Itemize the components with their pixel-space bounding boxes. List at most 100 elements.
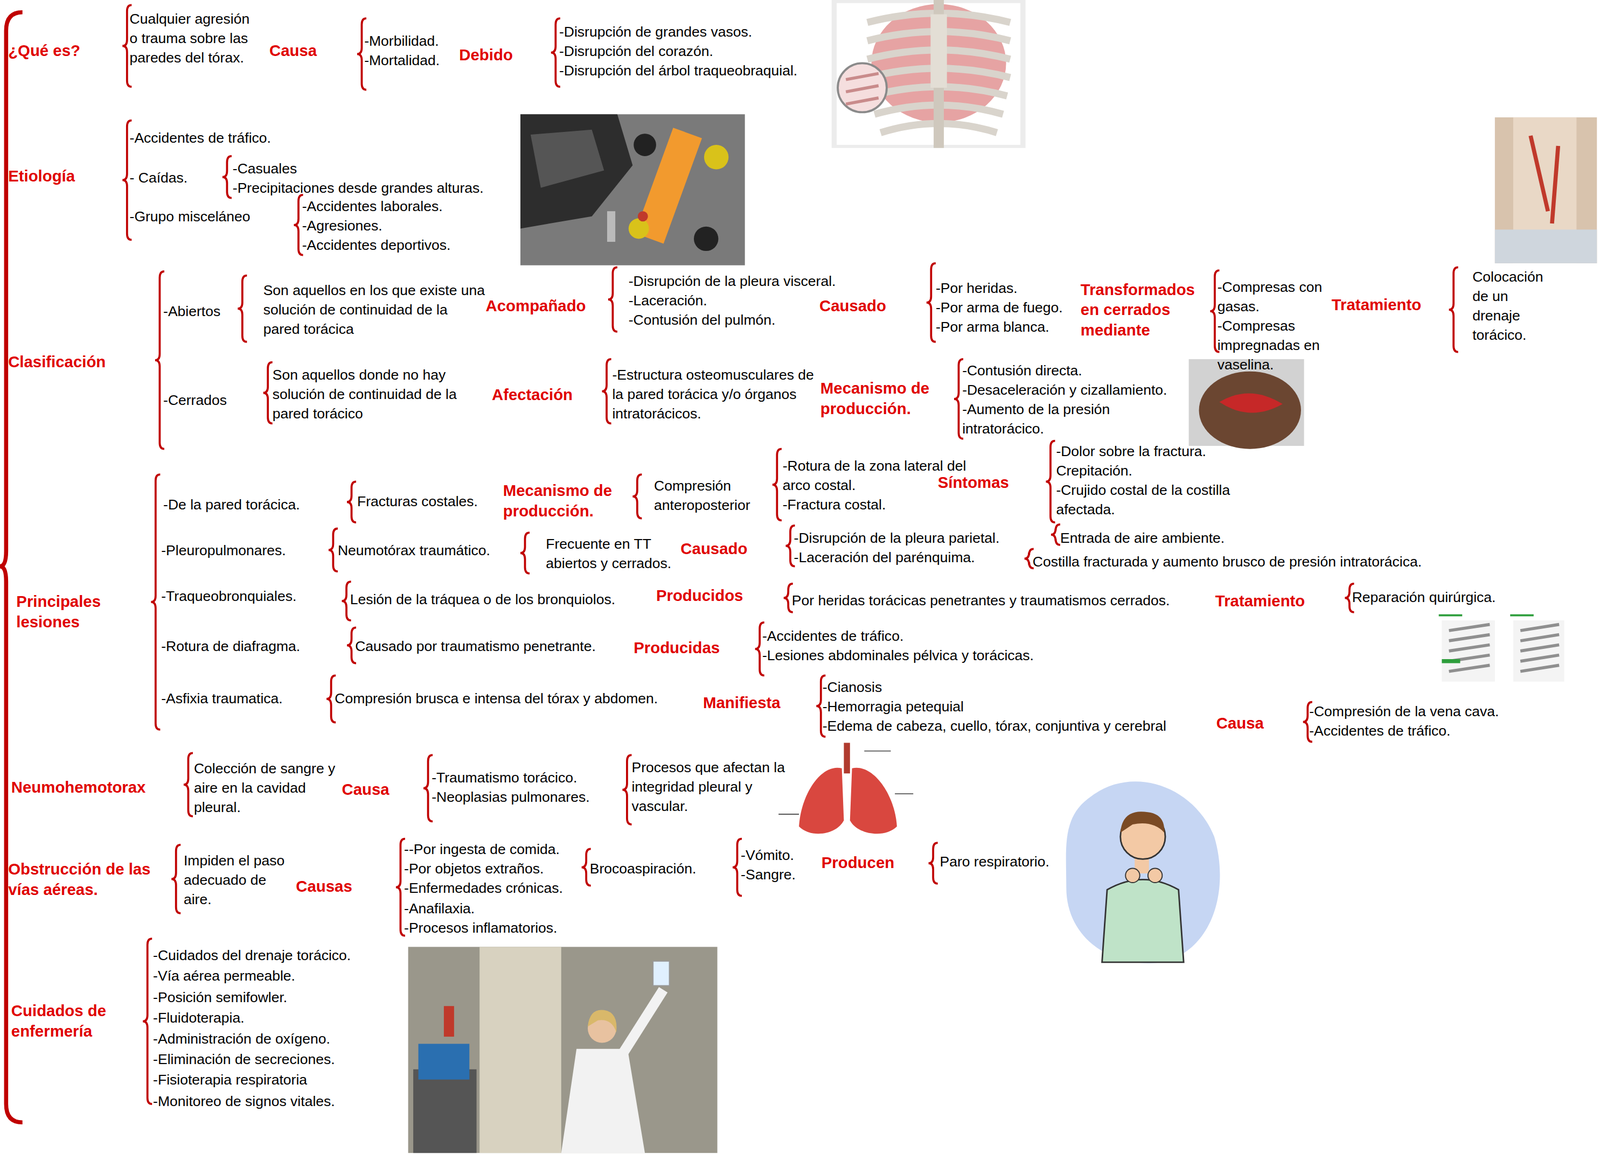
- text-label: -Anafilaxia.: [404, 899, 563, 919]
- text-label: -Abiertos: [163, 302, 221, 322]
- text-group: Paro respiratorio.: [939, 852, 1049, 872]
- curly-bracket: [155, 271, 165, 450]
- text-group: Tratamiento: [1215, 590, 1305, 612]
- curly-bracket: [1045, 441, 1055, 524]
- text-group: -Asfixia traumatica.: [161, 689, 283, 709]
- text-group: Producen: [821, 853, 895, 874]
- choking-figure: [1066, 781, 1221, 964]
- text-group: -Traumatismo torácico.-Neoplasias pulmon…: [431, 768, 590, 808]
- text-group: Clasificación: [8, 352, 106, 373]
- curly-bracket: [222, 156, 232, 199]
- heading-label: Clasificación: [8, 352, 106, 373]
- patient-photo-part: [1494, 117, 1597, 264]
- text-label: Colocación de un drenaje torácico.: [1472, 267, 1550, 345]
- text-label: -Hemorragia petequial: [822, 697, 1167, 717]
- curly-bracket: [1024, 548, 1034, 569]
- curly-bracket: [785, 525, 795, 567]
- choking-figure-part: [1066, 781, 1221, 964]
- text-label: -Dolor sobre la fractura.: [1055, 441, 1255, 462]
- text-label: Cualquier agresión o trauma sobre las pa…: [129, 9, 261, 68]
- text-group: -Compresión de la vena cava.-Accidentes …: [1309, 702, 1499, 742]
- text-group: -Abiertos: [163, 302, 221, 322]
- text-group: -Cerrados: [163, 391, 227, 411]
- text-label: -Precipitaciones desde grandes alturas.: [232, 178, 484, 199]
- heading-label: Debido: [458, 44, 513, 66]
- text-group: Colección de sangre y aire en la cavidad…: [193, 759, 347, 818]
- rib-cage-picture-part: [930, 14, 947, 88]
- text-label: -Eliminación de secreciones.: [152, 1049, 351, 1071]
- text-group: Causa: [1216, 713, 1264, 734]
- text-label: -Rotura de diafragma.: [161, 636, 301, 657]
- text-label: -Disrupción de la pleura visceral.: [628, 271, 837, 291]
- heading-label: ¿Qué es?: [8, 40, 81, 62]
- accident-photo-part: [633, 133, 657, 157]
- patient-photo-part: [1530, 135, 1548, 212]
- text-group: Neumotórax traumático.: [337, 540, 491, 561]
- diaphragm-figure-part: [1510, 614, 1534, 617]
- text-group: Frecuente en TT abiertos y cerrados.: [545, 534, 684, 574]
- text-group: Causado: [819, 295, 887, 317]
- text-group: -Morbilidad.-Mortalidad.: [364, 31, 440, 71]
- text-group: Principales lesiones: [16, 592, 118, 633]
- text-label: Crepitación.: [1055, 461, 1255, 481]
- text-group: -Accidentes de tráfico.-Lesiones abdomin…: [762, 626, 1034, 666]
- text-group: Son aquellos donde no hay solución de co…: [272, 365, 482, 424]
- accident-photo-part: [704, 144, 729, 170]
- heading-label: Síntomas: [937, 472, 1010, 493]
- text-label: Frecuente en TT abiertos y cerrados.: [545, 534, 684, 574]
- text-label: Son aquellos en los que existe una soluc…: [263, 280, 489, 339]
- text-group: -Disrupción de la pleura visceral.-Lacer…: [628, 271, 837, 330]
- text-label: -Por objetos extraños.: [404, 859, 563, 880]
- text-group: Compresión brusca e intensa del tórax y …: [334, 689, 658, 709]
- text-label: -Accidentes de tráfico.: [762, 626, 1034, 646]
- text-label: -De la pared torácica.: [163, 495, 301, 515]
- text-label: -Por arma de fuego.: [935, 297, 1063, 318]
- text-group: Causado: [680, 538, 748, 560]
- bracket-group: [122, 4, 1458, 1105]
- text-label: Paro respiratorio.: [939, 852, 1049, 872]
- diaphragm-figure-part: [1441, 620, 1495, 683]
- curly-bracket: [346, 627, 357, 664]
- nurse-photo-part: [413, 1069, 477, 1154]
- text-label: Por heridas torácicas penetrantes y trau…: [791, 590, 1171, 611]
- text-label: -Asfixia traumatica.: [161, 689, 283, 709]
- text-group: Mecanismo de producción.: [503, 480, 626, 522]
- rib-cage-picture: [831, 0, 1026, 149]
- curly-bracket: [395, 839, 406, 937]
- choking-figure-part: [1148, 868, 1163, 883]
- text-group: -Disrupción de grandes vasos. -Disrupción…: [559, 22, 798, 81]
- text-group: -Vómito.-Sangre.: [740, 846, 796, 886]
- text-label: -Monitoreo de signos vitales.: [152, 1090, 351, 1112]
- text-label: -Cerrados: [163, 391, 227, 411]
- text-label: -Compresión de la vena cava.: [1309, 702, 1499, 722]
- text-group: Afectación: [491, 384, 573, 406]
- text-label: -Accidentes deportivos.: [302, 235, 451, 256]
- heading-label: Producidas: [633, 637, 720, 659]
- wound-photo-part: [1199, 371, 1302, 450]
- text-label: Compresión brusca e intensa del tórax y …: [334, 689, 658, 709]
- heading-label: Transformados en cerrados mediante: [1080, 279, 1202, 342]
- heading-label: Causa: [1216, 713, 1264, 734]
- text-group: Cuidados de enfermería: [11, 1001, 134, 1043]
- text-label: Reparación quirúrgica.: [1352, 587, 1497, 608]
- curly-bracket: [632, 474, 642, 519]
- text-group: Costilla fracturada y aumento brusco de …: [1032, 552, 1422, 572]
- text-label: -Disrupción de grandes vasos.: [559, 22, 798, 43]
- lungs-picture: [778, 742, 914, 834]
- curly-bracket: [183, 753, 193, 817]
- text-label: -Lesiones abdominales pélvica y torácica…: [762, 645, 1034, 666]
- nurse-photo-part: [418, 1044, 470, 1080]
- text-group: Mecanismo de producción.: [820, 378, 943, 420]
- text-label: -Posición semifowler.: [152, 986, 351, 1008]
- diaphragm-figure-part: [1513, 620, 1565, 683]
- text-label: -Disrupción del árbol traqueobraquial.: [559, 61, 798, 81]
- text-label: -Traumatismo torácico.: [431, 768, 590, 789]
- heading-label: Etiología: [8, 166, 75, 187]
- text-label: -Disrupción de la pleura parietal.: [794, 529, 1000, 549]
- curly-bracket: [346, 481, 357, 523]
- curly-bracket: [926, 263, 936, 343]
- text-label: -Desaceleración y cizallamiento.: [962, 380, 1192, 401]
- text-group: Síntomas: [937, 472, 1010, 493]
